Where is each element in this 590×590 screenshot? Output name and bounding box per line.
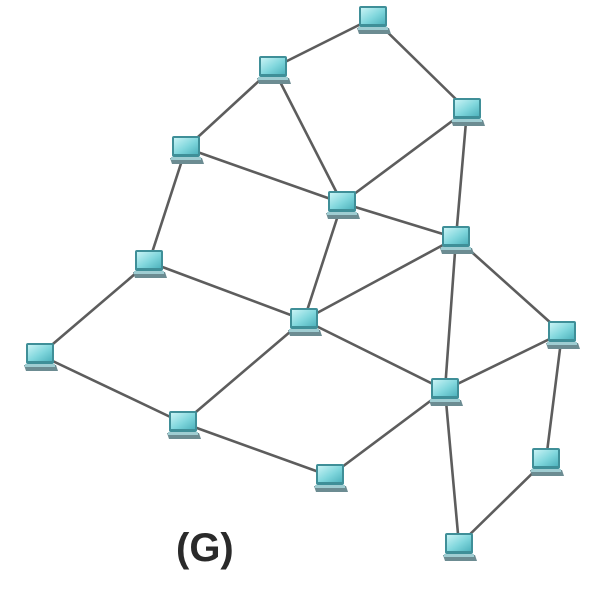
network-link xyxy=(184,146,344,205)
network-link xyxy=(443,236,458,392)
computer-monitor-icon xyxy=(530,448,564,476)
network-link xyxy=(302,201,344,322)
computer-monitor-icon xyxy=(24,343,58,371)
node-layer xyxy=(24,6,580,561)
computer-monitor-icon xyxy=(429,378,463,406)
network-link xyxy=(38,260,151,357)
network-link xyxy=(443,388,461,547)
network-link xyxy=(328,388,447,478)
network-link xyxy=(340,108,469,205)
network-link xyxy=(454,108,469,240)
network-link xyxy=(271,66,344,205)
computer-monitor-icon xyxy=(451,98,485,126)
network-link xyxy=(147,146,188,264)
network-link xyxy=(302,318,447,392)
computer-monitor-icon xyxy=(170,136,204,164)
network-link xyxy=(544,331,564,462)
network-link xyxy=(38,353,185,425)
network-link xyxy=(302,236,458,322)
computer-monitor-icon xyxy=(314,464,348,492)
computer-monitor-icon xyxy=(357,6,391,34)
network-link xyxy=(147,260,306,322)
computer-monitor-icon xyxy=(440,226,474,254)
network-link xyxy=(340,201,458,240)
computer-monitor-icon xyxy=(133,250,167,278)
network-link xyxy=(443,331,564,392)
network-link xyxy=(181,421,332,478)
network-link xyxy=(271,16,375,70)
computer-monitor-icon xyxy=(257,56,291,84)
computer-monitor-icon xyxy=(443,533,477,561)
computer-monitor-icon xyxy=(167,411,201,439)
computer-monitor-icon xyxy=(326,191,360,219)
computer-monitor-icon xyxy=(288,308,322,336)
edge-layer xyxy=(38,16,564,547)
computer-monitor-icon xyxy=(546,321,580,349)
figure-label: (G) xyxy=(176,526,234,570)
network-link xyxy=(181,318,306,425)
